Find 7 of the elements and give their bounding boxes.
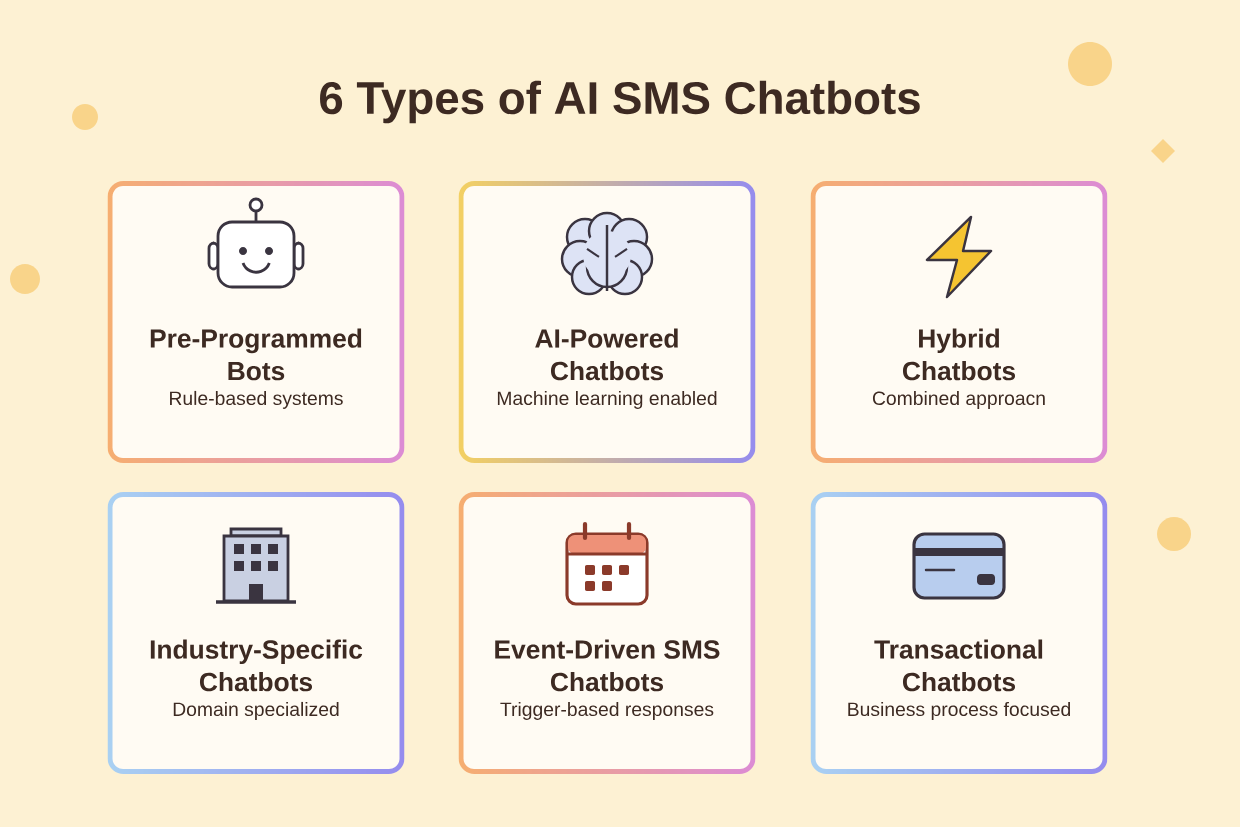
card: Industry-Specific Chatbots Domain specialized: [112, 497, 400, 769]
card: Pre-Programmed Bots Rule-based systems: [112, 186, 400, 458]
card: Transactional Chatbots Business process focused: [815, 497, 1103, 769]
card: Event-Driven SMS Chatbots Trigger-based responses: [463, 497, 751, 769]
title: 6 Types of AI SMS Chatbots: [320, 80, 920, 124]
card: Hybrid Chatbots Combined approacn: [815, 186, 1103, 458]
card: AI-Powered Chatbots Machine learning enabled: [463, 186, 751, 458]
